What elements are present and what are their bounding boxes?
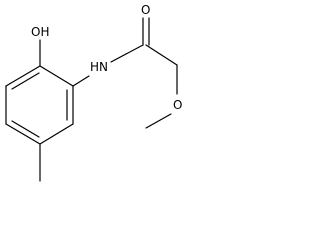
structure-canvas: OH HN O O: [5, 3, 182, 182]
ring-bond-c4-c5: [5, 123, 41, 145]
bond-n-carbonyl: [110, 44, 144, 63]
hydroxyl-label: OH: [31, 25, 49, 39]
bond-carbonyl-ch2: [145, 44, 178, 66]
bond-ether-o-methyl: [145, 113, 172, 129]
ring-double-bond-c1-c6: [11, 72, 40, 90]
ring-bond-c6-c1: [5, 65, 41, 87]
amide-nh-label: HN: [90, 60, 108, 74]
ring-double-bond-c4-c5: [11, 120, 40, 138]
carbonyl-oxygen-label: O: [141, 3, 150, 17]
ether-oxygen-label: O: [173, 98, 182, 112]
ring-bond-c1-c2: [39, 65, 74, 87]
ring-bond-c3-c4: [39, 123, 74, 145]
molecule-structure: OH HN O O: [5, 3, 182, 182]
bond-c2-n: [72, 75, 90, 87]
